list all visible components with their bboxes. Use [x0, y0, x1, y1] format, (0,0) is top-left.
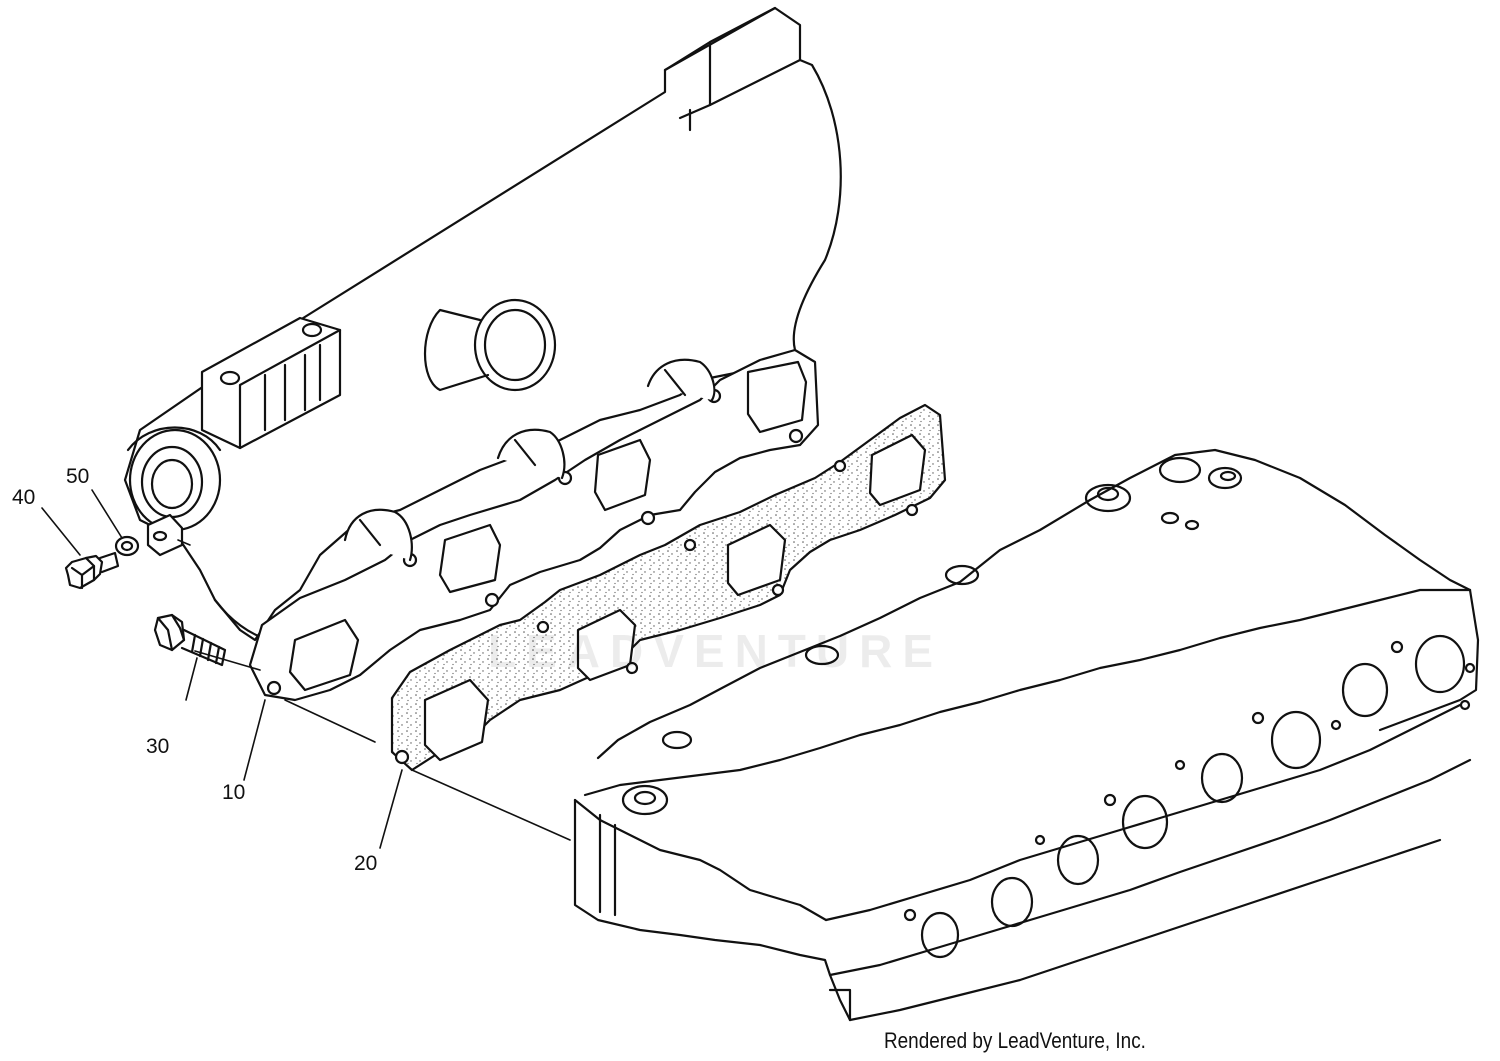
exhaust-manifold-gasket: [390, 403, 947, 772]
leader-lines: [41, 489, 571, 849]
callout-40: 40: [12, 486, 36, 509]
cylinder-head: [573, 448, 1480, 1022]
stud-bolt-long: [153, 613, 227, 667]
callout-50: 50: [66, 465, 90, 488]
washer: [114, 535, 140, 557]
callout-10: 10: [222, 781, 246, 804]
callout-20: 20: [354, 852, 378, 875]
watermark: LEADVENTURE: [488, 625, 944, 677]
flange-bolt-short: [64, 551, 120, 590]
callout-30: 30: [146, 735, 170, 758]
exhaust-manifold: [123, 6, 842, 702]
render-credit: Rendered by LeadVenture, Inc.: [884, 1028, 1146, 1053]
spacer-collar: [146, 513, 184, 557]
